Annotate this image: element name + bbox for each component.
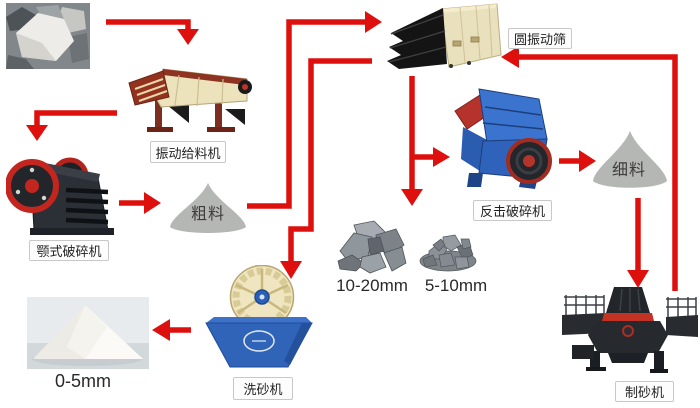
arrowhead-down-feeder xyxy=(177,29,199,45)
label-fine-material: 细料 xyxy=(611,162,646,179)
arrowhead-right-impact xyxy=(433,147,450,167)
arrowhead-down-jaw xyxy=(26,125,48,141)
arrow-raw-to-feeder xyxy=(106,19,191,30)
label-sand-maker: 制砂机 xyxy=(615,381,674,402)
coarse-material-cone xyxy=(170,183,246,233)
arrowhead-down-sandmaker xyxy=(627,270,649,288)
label-vibrating-feeder: 振动给料机 xyxy=(150,141,226,163)
sand-maker-image xyxy=(562,287,698,373)
arrow-screen-to-washer xyxy=(288,58,372,262)
label-impact-crusher: 反击破碎机 xyxy=(473,200,552,221)
arrowhead-left-screen xyxy=(501,46,519,68)
jaw-crusher-image xyxy=(6,157,114,235)
sand-washer-image xyxy=(205,265,313,368)
arrowhead-left-sand xyxy=(152,319,170,341)
label-sand-washer: 洗砂机 xyxy=(233,377,293,400)
vibrating-feeder-image xyxy=(128,68,252,132)
caption-stone-small: 5-10mm xyxy=(424,276,488,295)
arrowhead-right-fine xyxy=(579,150,596,172)
label-vibrating-screen: 圆振动筛 xyxy=(508,28,572,49)
fine-material-cone xyxy=(593,131,667,188)
washed-sand-image xyxy=(27,297,149,369)
label-jaw-crusher: 颚式破碎机 xyxy=(29,240,109,261)
arrowhead-right-screen xyxy=(365,11,382,33)
arrowhead-down-washer xyxy=(280,261,302,279)
arrow-sandmaker-to-screen xyxy=(518,54,678,291)
arrow-feeder-to-jaw xyxy=(34,110,117,126)
arrowhead-right-coarse xyxy=(144,192,161,214)
stone-pile-small-image xyxy=(419,234,477,272)
raw-material-image xyxy=(6,3,90,69)
caption-stone-large: 10-20mm xyxy=(336,276,408,295)
stone-pile-large-image xyxy=(337,220,407,274)
vibrating-screen-image xyxy=(387,3,502,69)
arrowhead-down-stones xyxy=(401,189,423,206)
impact-crusher-image xyxy=(454,88,552,189)
label-coarse-material: 粗料 xyxy=(190,206,225,223)
caption-washed-sand: 0-5mm xyxy=(54,371,111,391)
arrow-coarse-to-screen xyxy=(247,19,366,209)
